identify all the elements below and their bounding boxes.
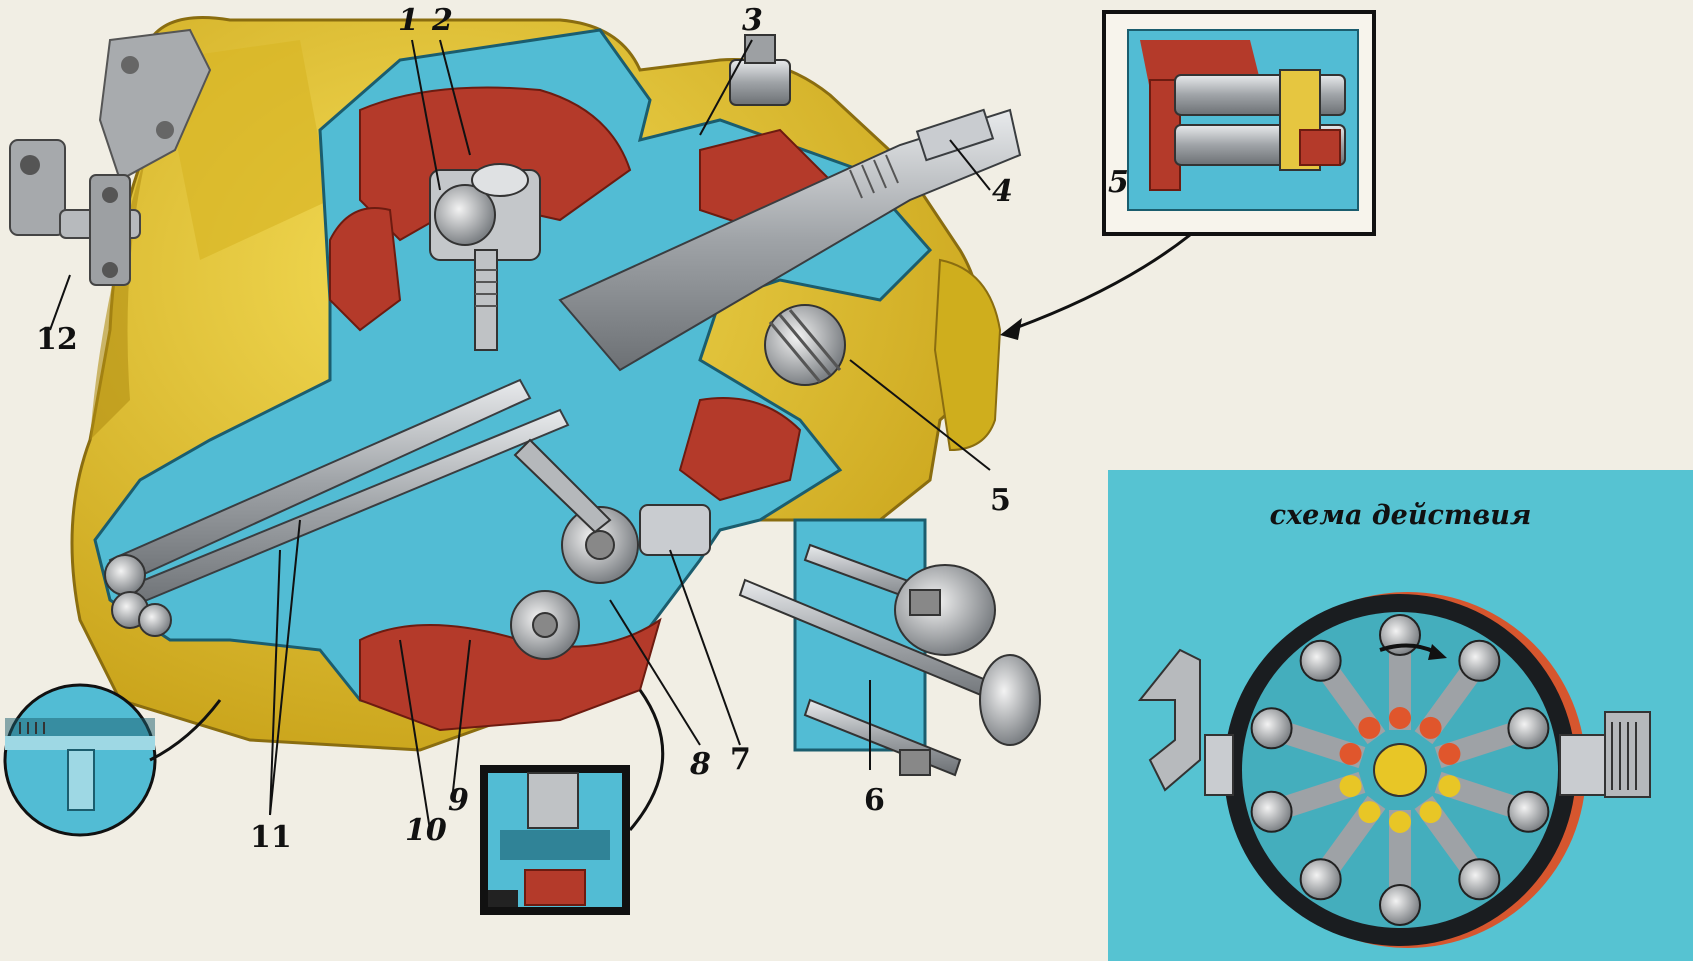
control-linkage [9, 139, 141, 331]
scheme-piston-tip [1358, 716, 1381, 739]
leader-lines [269, 39, 991, 831]
callout-7: 7 [730, 742, 751, 777]
lower-piston-assembly [510, 438, 711, 660]
top-plug [729, 34, 791, 106]
callout-2: 2 [432, 3, 453, 38]
scheme-piston-roller [1507, 707, 1550, 750]
pointer-arrow-icon [628, 689, 665, 831]
callout-5: 5 [990, 483, 1011, 518]
scheme-piston-roller [1250, 707, 1293, 750]
callout-8: 8 [690, 747, 711, 782]
valve-assembly [738, 518, 1041, 777]
pointer-arrow-icon [1009, 233, 1191, 332]
callout-3: 3 [742, 3, 763, 38]
callout-9: 9 [448, 783, 469, 818]
callout-4: 4 [992, 174, 1013, 209]
scheme-piston-tip [1438, 775, 1461, 798]
scheme-piston-tip [1419, 801, 1442, 824]
callout-5-inset: 5 [1108, 165, 1129, 200]
mounting-bracket [98, 28, 212, 182]
scheme-piston-tip [1438, 742, 1461, 765]
callout-6: 6 [864, 783, 885, 818]
inset-channel-detail [3, 683, 157, 837]
callout-12: 12 [36, 322, 78, 357]
inset-gear-pump [1102, 10, 1376, 236]
scheme-caption: схема действия [1269, 500, 1532, 531]
axial-rods [104, 378, 570, 637]
scheme-piston-roller [1379, 884, 1421, 926]
scheme-piston-tip [1419, 716, 1442, 739]
scheme-piston-roller [1299, 858, 1342, 901]
inset-valve-detail [480, 765, 630, 915]
scheme-pistons [1250, 614, 1550, 926]
gear-pump-gear [764, 304, 846, 386]
scheme-piston-roller [1458, 639, 1501, 682]
rotation-arrow-icon [1428, 644, 1447, 660]
scheme-piston-tip [1358, 801, 1381, 824]
end-plate [933, 258, 1002, 452]
scheme-piston-roller [1507, 790, 1550, 833]
callout-10: 10 [405, 813, 447, 848]
pointer-arrow-icon [149, 699, 222, 762]
upper-piston-assembly [429, 163, 541, 351]
scheme-piston-roller [1458, 858, 1501, 901]
scheme-piston-tip [1339, 775, 1362, 798]
scheme-piston-tip [1339, 742, 1362, 765]
pointer-arrow-icon [1000, 318, 1022, 340]
scheme-piston-roller [1299, 639, 1342, 682]
drive-shaft [558, 108, 1022, 372]
scheme-piston-tip [1389, 707, 1411, 729]
scheme-piston-roller [1250, 790, 1293, 833]
scheme-piston-tip [1389, 811, 1411, 833]
callout-11: 11 [250, 820, 292, 855]
callout-1: 1 [398, 3, 419, 38]
